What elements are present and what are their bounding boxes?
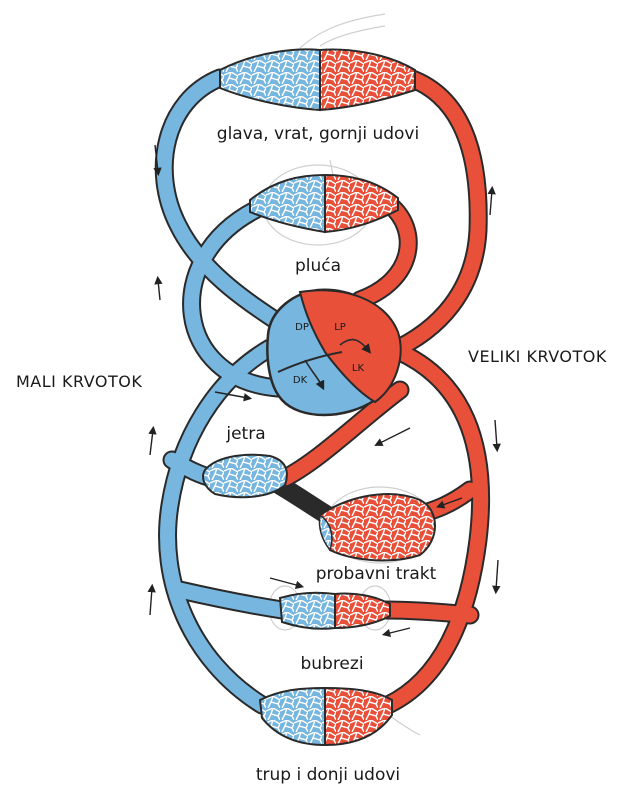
label-gut: probavni trakt bbox=[316, 564, 437, 584]
label-head: glava, vrat, gornji udovi bbox=[217, 124, 419, 144]
capillary-bed-lower-body bbox=[260, 688, 392, 745]
capillary-bed-head bbox=[220, 49, 415, 110]
heart-label-dp: DP bbox=[295, 322, 309, 333]
heart bbox=[267, 290, 400, 415]
label-small-circulation: MALI KRVOTOK bbox=[16, 372, 142, 391]
heart-label-lk: LK bbox=[352, 363, 364, 374]
label-liver: jetra bbox=[226, 424, 265, 444]
heart-label-lp: LP bbox=[334, 322, 346, 333]
heart-label-dk: DK bbox=[293, 375, 307, 386]
label-lungs: pluća bbox=[295, 256, 341, 276]
capillary-bed-gut bbox=[319, 494, 435, 560]
capillary-bed-kidneys bbox=[280, 593, 390, 629]
capillary-bed-liver bbox=[203, 455, 287, 497]
label-big-circulation: VELIKI KRVOTOK bbox=[468, 347, 607, 366]
label-kidneys: bubrezi bbox=[300, 654, 363, 674]
label-lower-body: trup i donji udovi bbox=[256, 765, 400, 785]
